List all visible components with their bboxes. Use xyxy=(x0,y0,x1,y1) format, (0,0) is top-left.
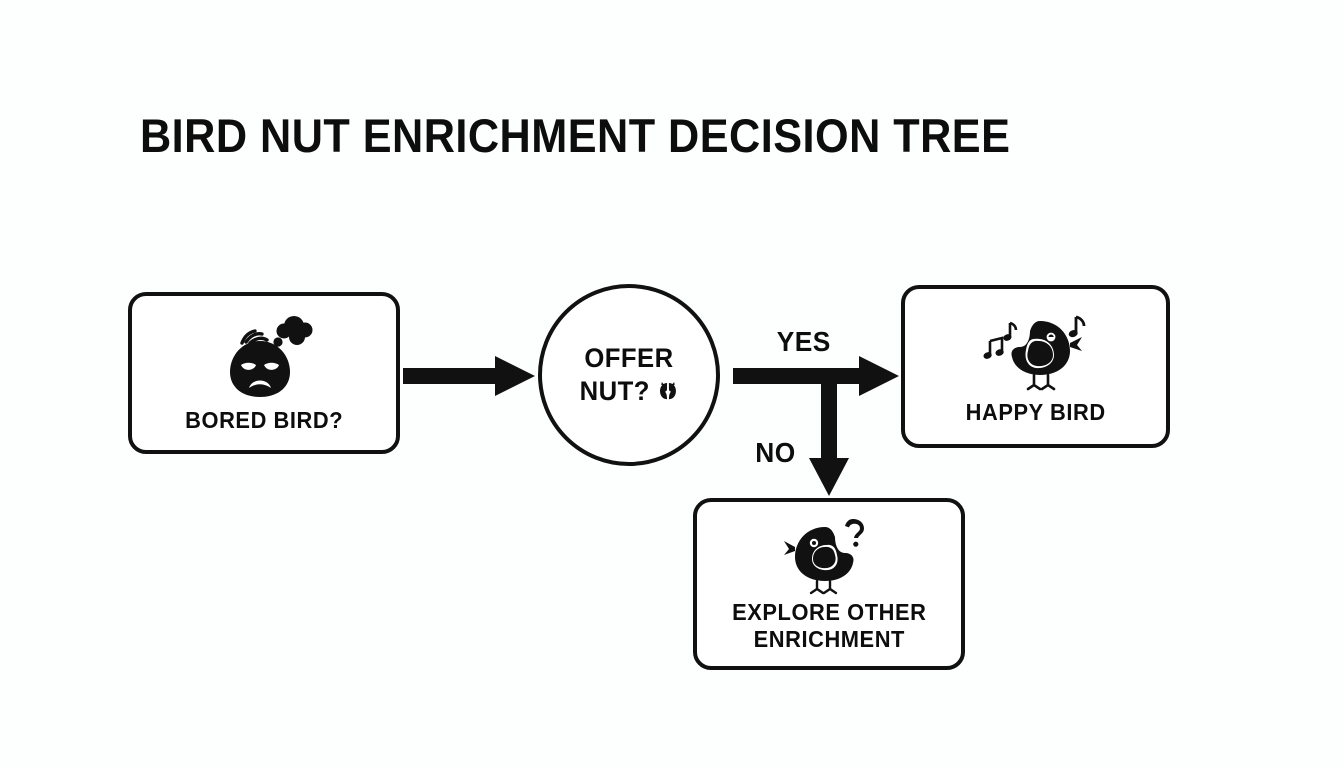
arrow-right-icon xyxy=(403,354,537,398)
edge-label-yes: YES xyxy=(776,326,831,357)
edge-label-no: NO xyxy=(755,437,796,468)
bored-bird-thought-bubble-icon xyxy=(212,313,316,401)
node-label-happy-bird: HAPPY BIRD xyxy=(965,399,1106,426)
arrow-down-no-icon xyxy=(807,368,851,498)
singing-bird-music-notes-icon xyxy=(978,307,1094,393)
node-bored-bird[interactable]: BORED BIRD? xyxy=(128,292,400,454)
decision-line-2-wrap: NUT? xyxy=(579,375,679,408)
node-offer-nut[interactable]: OFFER NUT? xyxy=(538,284,720,466)
node-label-explore-other: EXPLORE OTHER ENRICHMENT xyxy=(731,599,927,652)
decision-line-1: OFFER xyxy=(584,343,674,374)
node-label-bored-bird: BORED BIRD? xyxy=(184,406,343,433)
node-explore-other[interactable]: EXPLORE OTHER ENRICHMENT xyxy=(693,498,965,670)
curious-bird-question-mark-icon xyxy=(783,515,875,595)
nut-icon xyxy=(656,379,679,403)
decision-line-2: NUT? xyxy=(579,376,650,406)
page-title: BIRD NUT ENRICHMENT DECISION TREE xyxy=(140,109,1011,162)
node-happy-bird[interactable]: HAPPY BIRD xyxy=(901,285,1170,448)
